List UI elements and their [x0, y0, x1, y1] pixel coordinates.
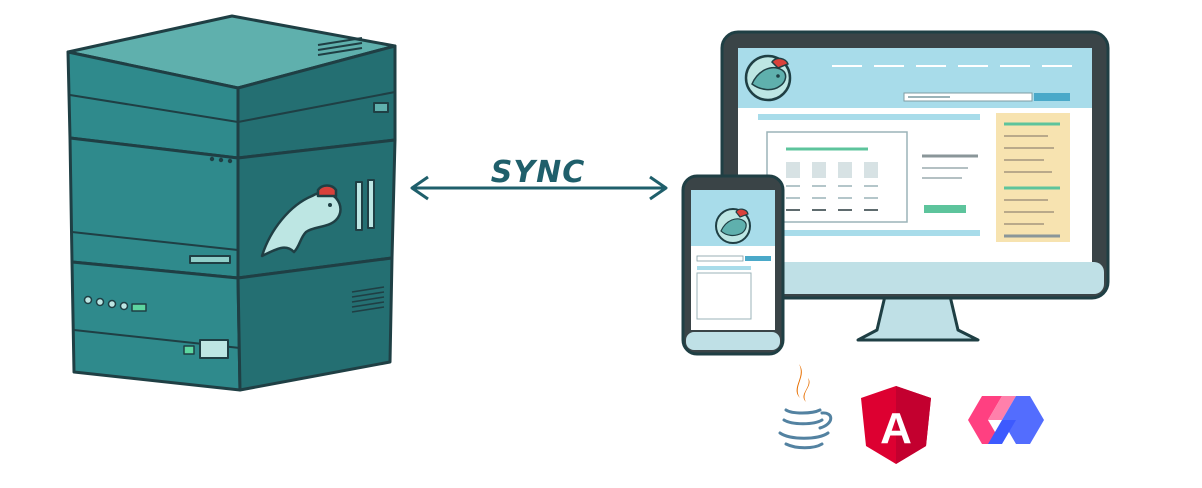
monitor-stand [856, 294, 980, 342]
app-logo-icon [744, 54, 792, 102]
phone-logo-icon [715, 208, 751, 244]
screen-search-button [1034, 93, 1070, 101]
phone-chin [686, 332, 780, 350]
server-bottom-leds [83, 295, 147, 312]
java-logo-icon [778, 364, 833, 450]
server-bottom-unit [70, 260, 242, 392]
desktop-monitor [720, 30, 1110, 342]
screen-cta-button [924, 205, 966, 213]
angular-logo-icon: A [861, 386, 931, 464]
sync-arrow [410, 175, 668, 201]
server-handle [355, 181, 363, 231]
server-display [199, 339, 229, 359]
screen-sidebar [996, 113, 1070, 242]
phone-search-button [745, 256, 771, 261]
angular-letter: A [880, 404, 912, 453]
server-bottom-unit-side [236, 256, 394, 392]
dolphin-icon [260, 184, 342, 258]
screen-search-bar [903, 92, 1033, 102]
sync-label: SYNC [491, 155, 585, 190]
server-mid-slot [189, 255, 231, 264]
phone-card [696, 272, 752, 320]
server [66, 14, 397, 392]
server-bottom-button [183, 345, 195, 355]
arrowhead-left-icon [410, 175, 429, 201]
screen-sidebar-lines [1004, 122, 1060, 238]
server-handle [367, 179, 375, 229]
server-vent [351, 286, 385, 313]
server-vent [317, 37, 363, 56]
monitor-chin [726, 262, 1104, 294]
screen-grid [786, 162, 878, 178]
polymer-logo-icon [968, 396, 1044, 444]
server-port [373, 102, 389, 113]
mobile-phone [681, 174, 785, 356]
arrowhead-right-icon [649, 175, 668, 201]
